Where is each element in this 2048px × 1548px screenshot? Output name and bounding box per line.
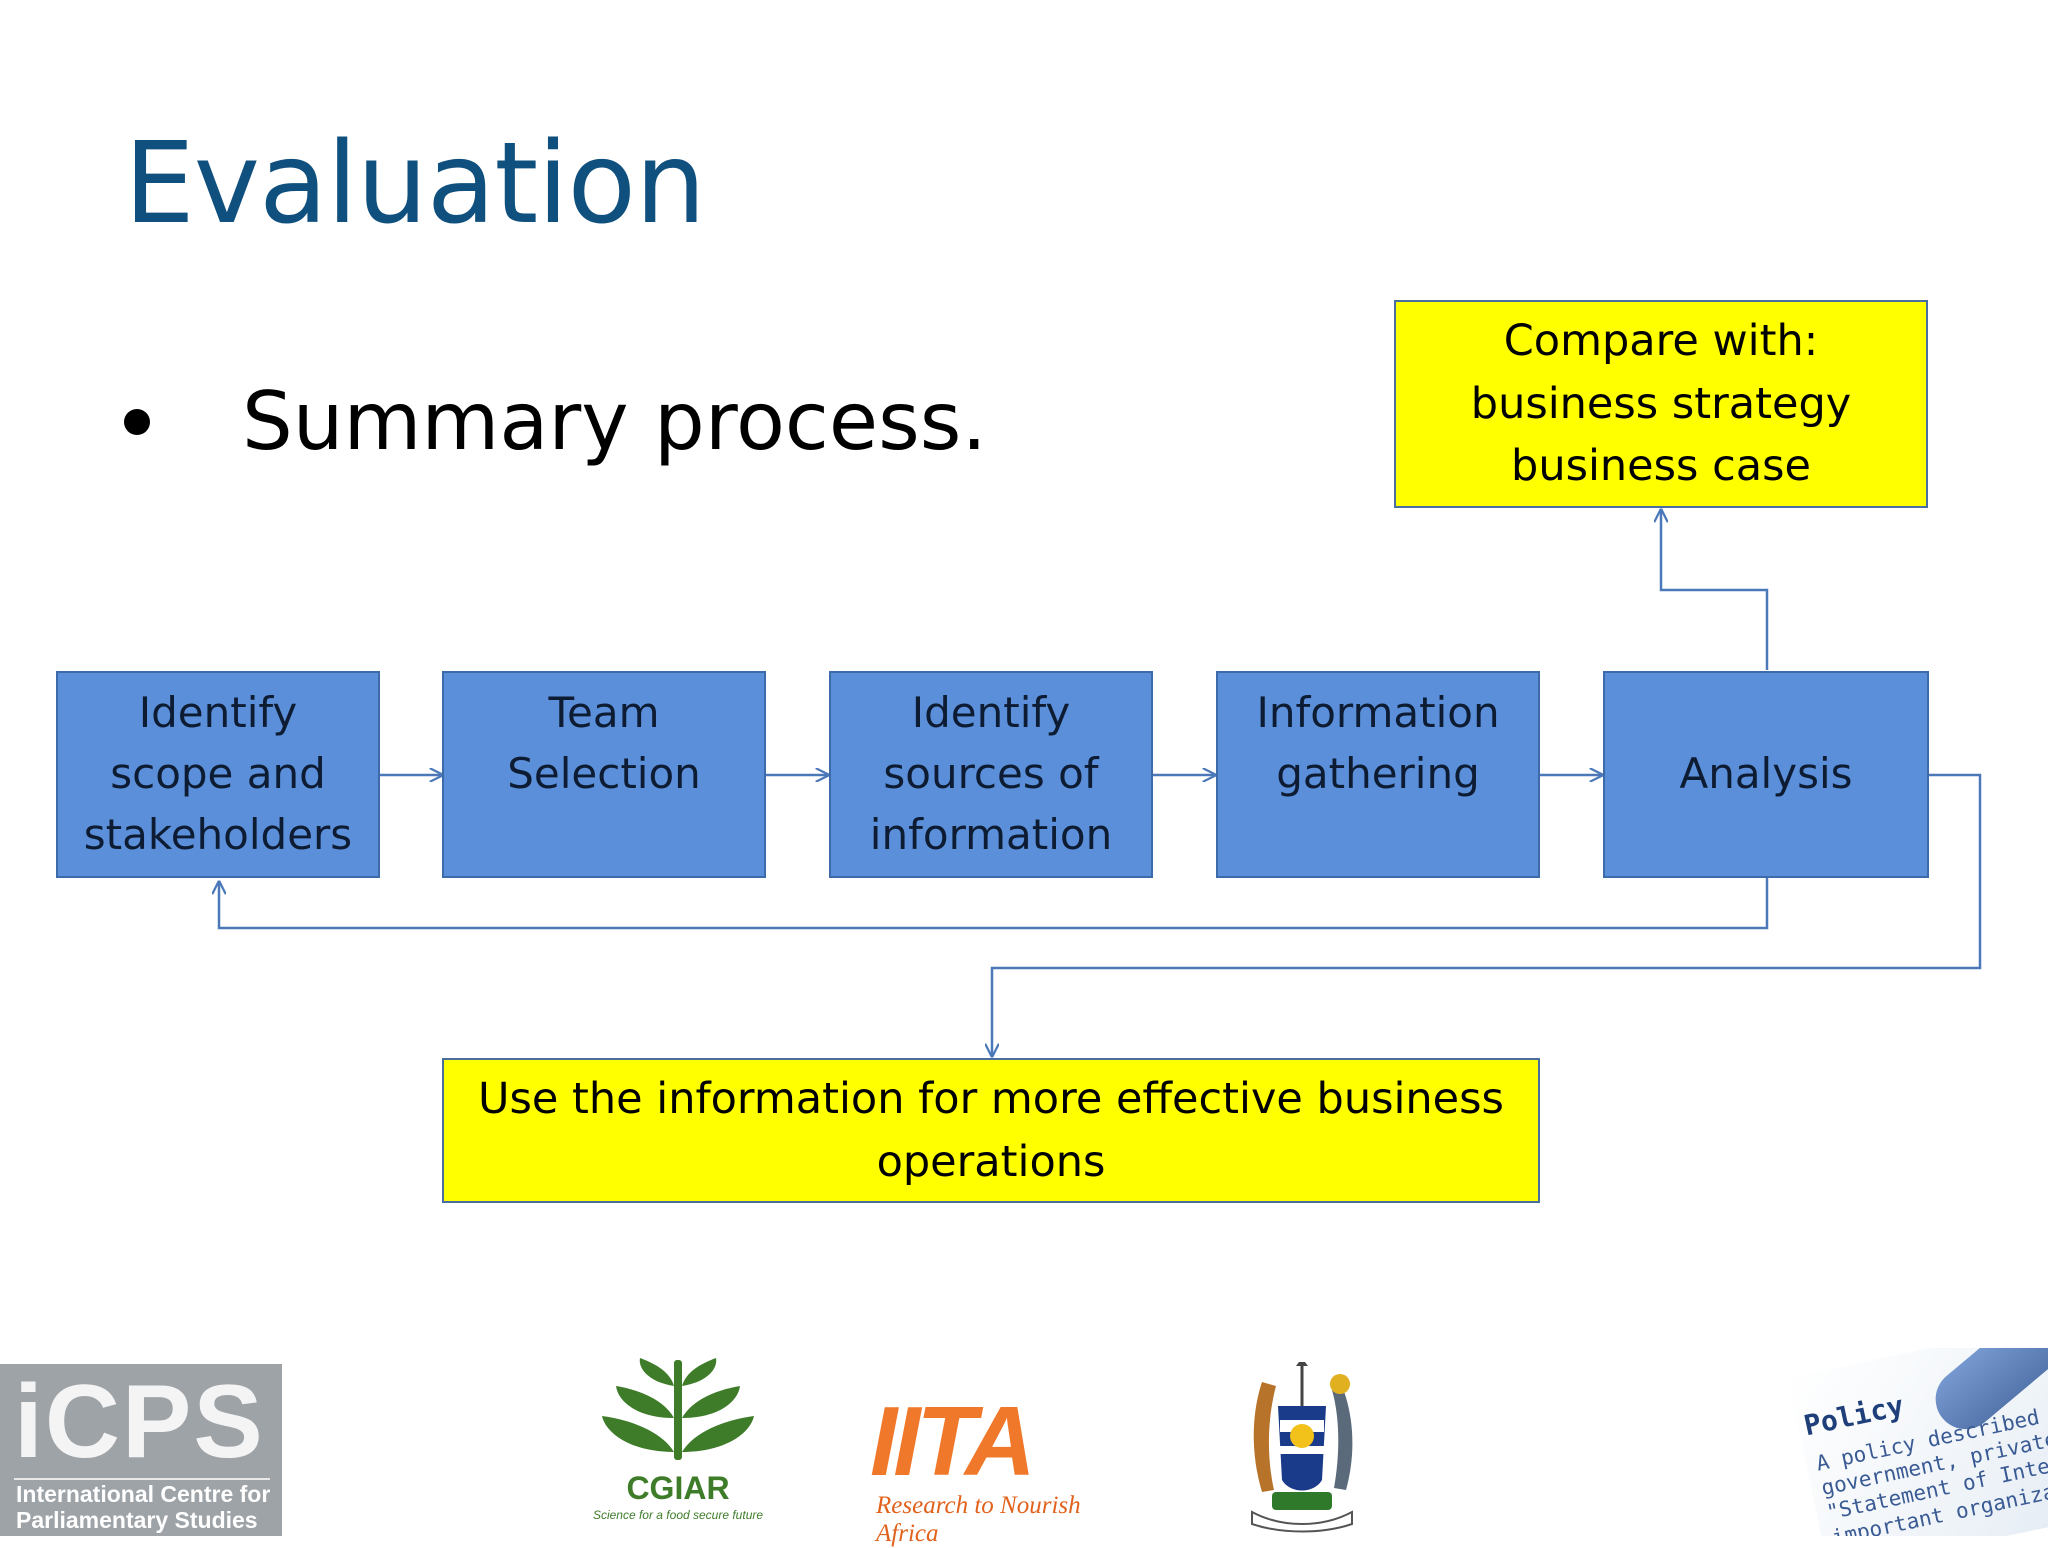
icps-logo-name: iCPS (14, 1364, 265, 1480)
box-use-information: Use the information for more effective b… (442, 1058, 1540, 1203)
box-team-selection: Team Selection (442, 671, 766, 878)
icps-logo-divider (14, 1478, 270, 1480)
cgiar-logo-tagline: Science for a food secure future (592, 1508, 764, 1522)
cgiar-plant-icon (602, 1358, 754, 1460)
box-compare-with: Compare with: business strategy business… (1394, 300, 1928, 508)
policy-image: Policy A policy described government, pr… (1768, 1348, 2048, 1536)
bullet-dot-icon (124, 409, 150, 435)
icps-logo: iCPS International Centre for Parliament… (0, 1364, 282, 1536)
box-analysis: Analysis (1603, 671, 1929, 878)
iita-logo-tagline: Research to Nourish Africa (876, 1492, 1081, 1547)
policy-paper: Policy A policy described government, pr… (1788, 1348, 2048, 1536)
arrow-analysis-to-compare (1661, 510, 1769, 670)
cgiar-logo: CGIAR Science for a food secure future (578, 1356, 778, 1526)
iita-logo: IITA Research to Nourish Africa (864, 1386, 1124, 1547)
slide-title: Evaluation (124, 119, 706, 249)
arrow-analysis-feedback-to-scope (219, 878, 1769, 930)
bullet-text: Summary process. (242, 375, 987, 468)
uganda-coat-of-arms-icon (1222, 1358, 1382, 1534)
arrow-analysis-to-use-info (992, 773, 1982, 1056)
cgiar-logo-name: CGIAR (626, 1470, 730, 1506)
policy-image-title: Policy (1800, 1388, 1907, 1443)
box-information-gathering: Information gathering (1216, 671, 1540, 878)
box-identify-scope: Identify scope and stakeholders (56, 671, 380, 878)
box-identify-sources: Identify sources of information (829, 671, 1153, 878)
icps-logo-subtitle: International Centre for Parliamentary S… (16, 1481, 271, 1533)
bullet-item: Summary process. (124, 382, 987, 462)
iita-logo-name: IITA (870, 1386, 1036, 1496)
